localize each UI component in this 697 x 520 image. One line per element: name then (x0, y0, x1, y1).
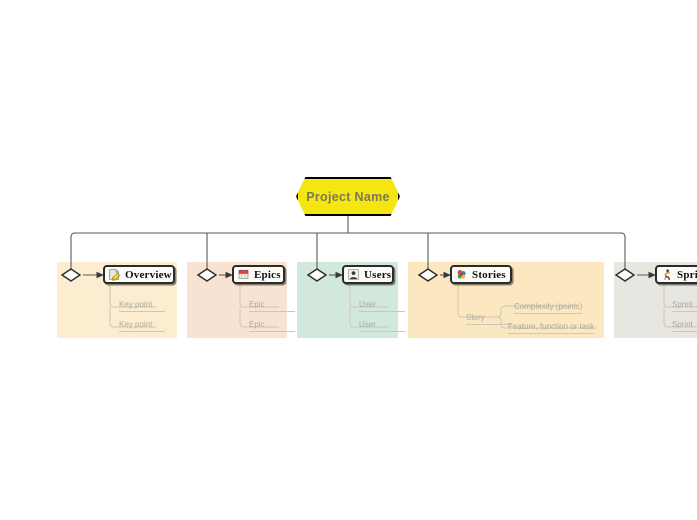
node-overview[interactable]: Overview (103, 265, 175, 284)
person-bust-icon (348, 269, 359, 280)
node-overview-label: Overview (125, 268, 172, 281)
node-stories[interactable]: Stories (450, 265, 512, 284)
pinwheel-icon (457, 270, 466, 279)
node-sprints-label: Sprint (677, 268, 697, 281)
sub-item-sprints-2[interactable]: Sprint (672, 320, 697, 332)
leaf-item-feature[interactable]: Feature, function or task (508, 322, 595, 334)
sub-item-users-2[interactable]: User (359, 320, 405, 332)
node-epics[interactable]: Epics (232, 265, 285, 284)
node-users[interactable]: Users (342, 265, 394, 284)
node-users-label: Users (364, 268, 392, 281)
leaf-item-complexity[interactable]: Complexity (points) (514, 302, 583, 314)
sub-item-epics-2[interactable]: Epic (249, 320, 295, 332)
root-node-project-name[interactable]: Project Name (296, 177, 400, 216)
sub-item-overview-1[interactable]: Key point (119, 300, 165, 312)
sub-item-stories-story[interactable]: Story (466, 313, 512, 325)
node-sprints[interactable]: Sprint (655, 265, 697, 284)
runner-icon (664, 269, 670, 280)
sub-item-epics-1[interactable]: Epic (249, 300, 295, 312)
sub-item-users-1[interactable]: User (359, 300, 405, 312)
memo-icon (109, 269, 121, 281)
node-epics-label: Epics (254, 268, 281, 281)
root-node-label: Project Name (306, 189, 390, 204)
calendar-red-icon (238, 269, 249, 279)
sub-item-overview-2[interactable]: Key point (119, 320, 165, 332)
sub-item-sprints-1[interactable]: Sprint (672, 300, 697, 312)
node-stories-label: Stories (472, 268, 506, 281)
